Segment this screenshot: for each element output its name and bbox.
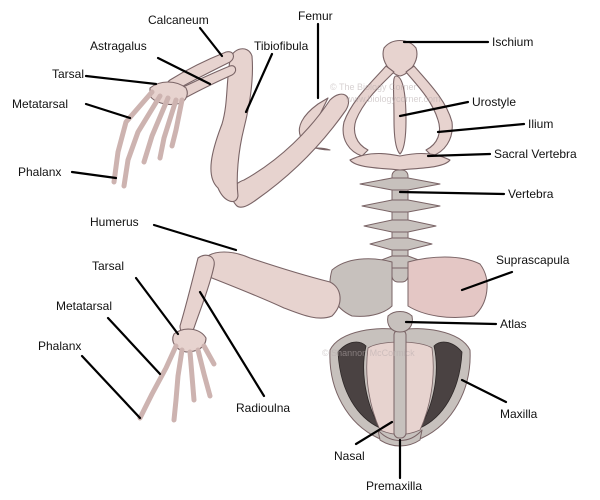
sacral-vertebra-bone [349,152,451,171]
label-metatarsal-fore: Metatarsal [56,299,112,313]
svg-text:© The Biology Corner: © The Biology Corner [330,82,417,92]
urostyle-leader [398,100,470,118]
skull [329,328,471,447]
label-tarsal-hind: Tarsal [52,67,84,81]
humerus-leader [152,223,238,252]
tarsal-fore-leader [134,276,180,336]
metatarsal-fore-leader [106,316,162,376]
tarsal-hind-leader [84,74,158,86]
nasal-leader [354,420,394,446]
vertebra-leader [398,190,506,196]
label-atlas: Atlas [500,317,527,331]
ischium-bone [382,39,418,77]
leader-lines [70,22,526,480]
label-calcaneum: Calcaneum [148,13,209,27]
label-radioulna: Radioulna [236,401,290,415]
radioulna-leader [198,290,266,398]
shoulder-girdle-left [329,258,393,317]
humerus-bone [200,251,341,319]
label-phalanx-fore: Phalanx [38,339,81,353]
vertebral-column [359,169,441,283]
svg-text:www.biologycorner.com: www.biologycorner.com [345,94,441,104]
atlas-leader [404,320,498,326]
tibiofibula-leader [244,52,274,114]
radioulna-bone [179,254,215,336]
svg-text:© Shannon McCormick: © Shannon McCormick [322,348,415,358]
label-femur: Femur [298,9,333,23]
label-ilium: Ilium [528,117,553,131]
label-urostyle: Urostyle [472,95,516,109]
label-ischium: Ischium [492,35,533,49]
ilium-leader [436,122,526,134]
label-sacral-vertebra: Sacral Vertebra [494,147,577,161]
phalanx-hind-leader [70,170,118,180]
label-astragalus: Astragalus [90,39,147,53]
phalanx-fore-leader [80,354,142,420]
label-nasal: Nasal [334,449,365,463]
suprascapula-leader [460,270,514,292]
label-maxilla: Maxilla [500,407,538,421]
label-tarsal-fore: Tarsal [92,259,124,273]
label-metatarsal-hind: Metatarsal [12,97,68,111]
tibiofibula-bone [210,48,254,203]
ilium-left [342,65,395,157]
metatarsal-hind-leader [84,102,132,120]
astragalus-leader [156,56,212,86]
label-tibiofibula: Tibiofibula [254,39,309,53]
label-premaxilla: Premaxilla [366,479,422,493]
suprascapula-bone [407,256,488,319]
skeleton-illustration: © The Biology Corner www.biologycorner.c… [111,39,488,447]
sacral-vertebra-leader [426,152,492,158]
calcaneum-leader [198,26,224,58]
label-suprascapula: Suprascapula [496,253,570,267]
label-phalanx-hind: Phalanx [18,165,61,179]
label-humerus: Humerus [90,215,139,229]
maxilla-leader [460,378,508,404]
fore-digits [137,343,217,423]
femur-shaft [231,93,350,208]
atlas-bone [387,311,413,333]
labels: Calcaneum Femur Ischium Astragalus Tibio… [12,9,577,493]
label-vertebra: Vertebra [508,187,554,201]
hind-digits [111,89,185,189]
ilium-right [405,65,453,157]
